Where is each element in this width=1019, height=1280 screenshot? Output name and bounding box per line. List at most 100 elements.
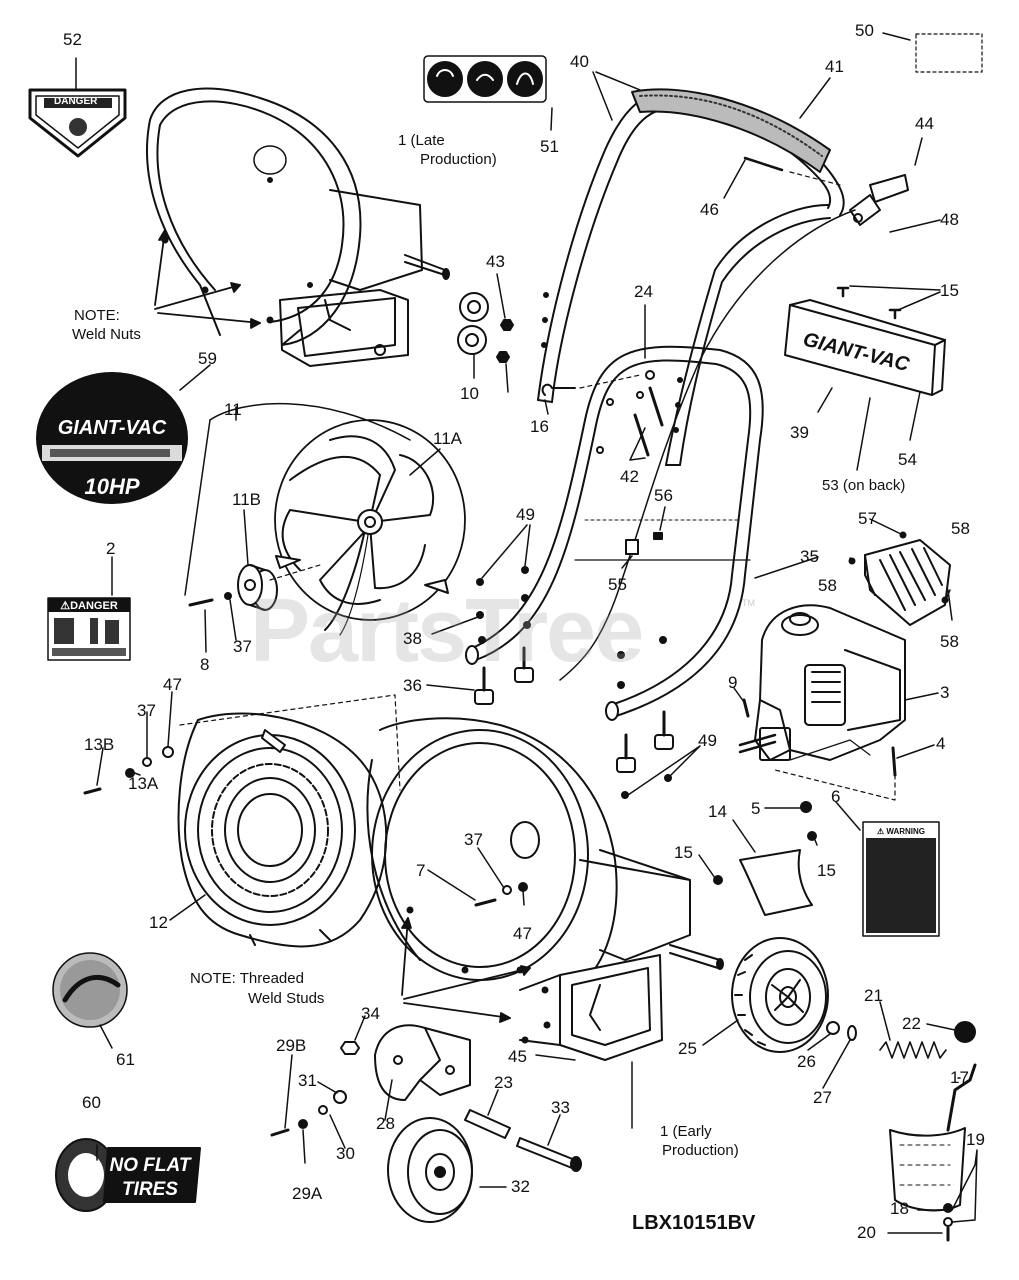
blower-housing-late-production — [146, 87, 450, 367]
callout-35: 35 — [800, 547, 819, 566]
callout-24: 24 — [634, 282, 653, 301]
callout-22: 22 — [902, 1014, 921, 1033]
callout-8: 8 — [200, 655, 210, 674]
axle-33 — [516, 1137, 576, 1169]
washer-37-upper — [224, 592, 232, 600]
callout-4: 4 — [936, 734, 946, 753]
bolt-42a — [648, 386, 664, 427]
callout-61: 61 — [116, 1050, 135, 1069]
nut-31 — [333, 1090, 347, 1104]
caster-bracket-28 — [374, 1024, 471, 1101]
callout-48: 48 — [940, 210, 959, 229]
decal-52-text: DANGER — [54, 96, 98, 107]
callout-15-mid: 15 — [674, 843, 693, 862]
callout-42: 42 — [620, 467, 639, 486]
blower-housing-early-production — [366, 717, 724, 1061]
throttle-cable-35 — [559, 209, 856, 681]
screw-15b — [807, 831, 817, 841]
screw-9 — [742, 698, 750, 718]
knob-10 — [457, 292, 489, 355]
callout-12: 12 — [149, 913, 168, 932]
bolt-46 — [743, 156, 784, 172]
nut-18 — [943, 1203, 953, 1213]
callout-3: 3 — [940, 683, 950, 702]
axle-23 — [464, 1109, 511, 1139]
callout-11a: 11A — [433, 429, 462, 448]
callout-60: 60 — [82, 1093, 101, 1112]
note-threaded-studs-line2: Weld Studs — [248, 990, 325, 1007]
callout-29a: 29A — [292, 1184, 323, 1203]
decal-61-round — [52, 952, 128, 1028]
callout-23: 23 — [494, 1073, 513, 1092]
callout-45: 45 — [508, 1047, 527, 1066]
decal-6-text: ⚠ WARNING — [877, 827, 925, 836]
callout-26: 26 — [797, 1052, 816, 1071]
washer-26 — [826, 1021, 840, 1035]
callout-59: 59 — [198, 349, 217, 368]
callout-34: 34 — [361, 1004, 380, 1023]
callout-25: 25 — [678, 1039, 697, 1058]
bolt-4 — [891, 746, 897, 777]
decal-60-line1: NO FLAT — [110, 1155, 192, 1176]
weld-nuts-leader-lines — [154, 229, 261, 329]
callout-37-left: 37 — [137, 701, 156, 720]
callout-2: 2 — [106, 539, 116, 558]
cable-clip-16 — [541, 383, 576, 396]
callout-39: 39 — [790, 423, 809, 442]
decal-59-hp: 10HP — [84, 474, 139, 499]
callout-7: 7 — [416, 861, 426, 880]
nut-43b — [496, 351, 510, 363]
throttle-control-44 — [849, 174, 909, 226]
callout-58-b: 58 — [818, 576, 837, 595]
model-code: LBX10151BV — [632, 1212, 756, 1234]
note-threaded-studs-line1: NOTE: Threaded — [190, 970, 304, 987]
note-late-production-line2: Production) — [420, 151, 497, 168]
nut-5 — [800, 801, 812, 813]
callout-27: 27 — [813, 1088, 832, 1107]
clamp-55 — [625, 539, 639, 555]
callout-31: 31 — [298, 1071, 317, 1090]
callout-36: 36 — [403, 676, 422, 695]
callout-46: 46 — [700, 200, 719, 219]
callout-5: 5 — [751, 799, 761, 818]
threaded-studs-leader-lines — [401, 917, 531, 1023]
callout-17: 17 — [950, 1068, 969, 1087]
nut-47 — [162, 746, 174, 758]
callout-54: 54 — [898, 450, 917, 469]
callout-40: 40 — [570, 52, 589, 71]
callout-37-mid: 37 — [233, 637, 252, 656]
callout-9: 9 — [728, 673, 738, 692]
washer-30 — [318, 1105, 328, 1115]
flywheel-screen-57 — [864, 539, 951, 626]
engine-3 — [738, 604, 906, 761]
rod-17 — [946, 1063, 977, 1132]
note-early-production-line1: 1 (Early — [660, 1123, 712, 1140]
callout-50: 50 — [855, 21, 874, 40]
bolt-8 — [188, 598, 214, 607]
callout-49-top: 49 — [516, 505, 535, 524]
callout-30: 30 — [336, 1144, 355, 1163]
callout-18: 18 — [890, 1199, 909, 1218]
callout-49-mid: 49 — [698, 731, 717, 750]
callout-55: 55 — [608, 575, 627, 594]
callout-16: 16 — [530, 417, 549, 436]
decal-50-blank — [915, 33, 983, 73]
inlet-cover-12 — [177, 712, 388, 948]
decal-52-danger-shield — [28, 88, 127, 158]
callout-33: 33 — [551, 1098, 570, 1117]
impeller-11a — [274, 419, 466, 636]
callout-6: 6 — [831, 787, 841, 806]
spring-21 — [879, 1041, 947, 1059]
wheel-25 — [731, 937, 829, 1053]
note-on-back: 53 (on back) — [822, 477, 906, 494]
callout-32: 32 — [511, 1177, 530, 1196]
nut-43a — [500, 319, 514, 331]
vibration-mount-36 — [474, 646, 674, 773]
watermark: PartsTree — [250, 581, 644, 681]
callout-13b: 13B — [84, 735, 115, 754]
callout-15-top: 15 — [940, 281, 959, 300]
note-early-production-line2: Production) — [662, 1142, 739, 1159]
decal-6-warning: ⚠ WARNING — [862, 821, 940, 937]
